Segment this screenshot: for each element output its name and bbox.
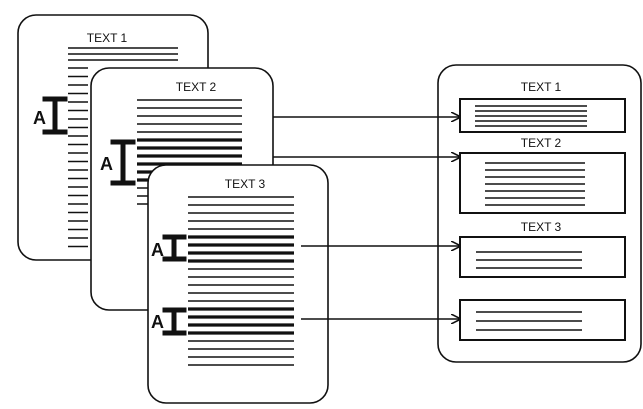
selection-marker-label: A [151, 240, 164, 260]
text-selection-marker: A [100, 139, 136, 186]
selection-marker-label: A [33, 108, 46, 128]
document-card-text-3: TEXT 3 [147, 164, 329, 404]
text-selection-marker: A [33, 96, 68, 135]
text-selection-marker: A [151, 234, 187, 262]
i-beam-cursor-icon [162, 234, 187, 262]
result-section-title: TEXT 3 [521, 220, 562, 234]
document-title: TEXT 3 [225, 177, 266, 191]
document-title: TEXT 1 [87, 31, 128, 45]
result-section-title: TEXT 1 [521, 80, 562, 94]
document-title: TEXT 2 [176, 80, 217, 94]
result-section-box-2 [459, 152, 626, 214]
i-beam-cursor-icon [162, 307, 187, 336]
result-section-box-3 [459, 236, 626, 278]
i-beam-cursor-icon [110, 139, 136, 186]
text-selection-marker: A [151, 307, 187, 336]
document-card-frame [147, 164, 329, 404]
result-document-panel: TEXT 1 TEXT 2 TEXT 3 [437, 64, 642, 363]
selection-marker-label: A [100, 154, 113, 174]
i-beam-cursor-icon [42, 96, 68, 135]
result-section-title: TEXT 2 [521, 136, 562, 150]
result-section-box-4 [459, 299, 626, 341]
result-text-lines [475, 105, 587, 331]
selection-marker-label: A [151, 312, 164, 332]
document-text-lines [68, 47, 178, 248]
extraction-arrows [273, 117, 460, 319]
document-text-lines [188, 196, 294, 366]
